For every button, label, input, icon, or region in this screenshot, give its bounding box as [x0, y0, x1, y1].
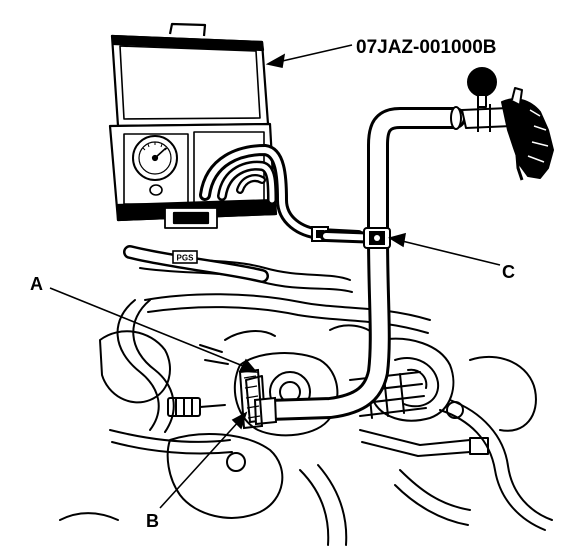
- pgs-hose: [123, 245, 269, 283]
- pgs-hose-label: PGS: [177, 254, 195, 263]
- callout-c: C: [502, 262, 515, 282]
- pressure-tester-case: [108, 22, 278, 229]
- leader-lines: [49, 44, 501, 509]
- vacuum-gauge-icon: [467, 67, 497, 97]
- vacuum-pump-hose: [257, 106, 466, 421]
- callout-a: A: [30, 274, 43, 294]
- tool-part-number-label: 07JAZ-001000B: [356, 37, 496, 58]
- callout-b: B: [146, 511, 159, 531]
- hose-clamp-c: [363, 227, 391, 249]
- hand-vacuum-pump: [461, 67, 554, 181]
